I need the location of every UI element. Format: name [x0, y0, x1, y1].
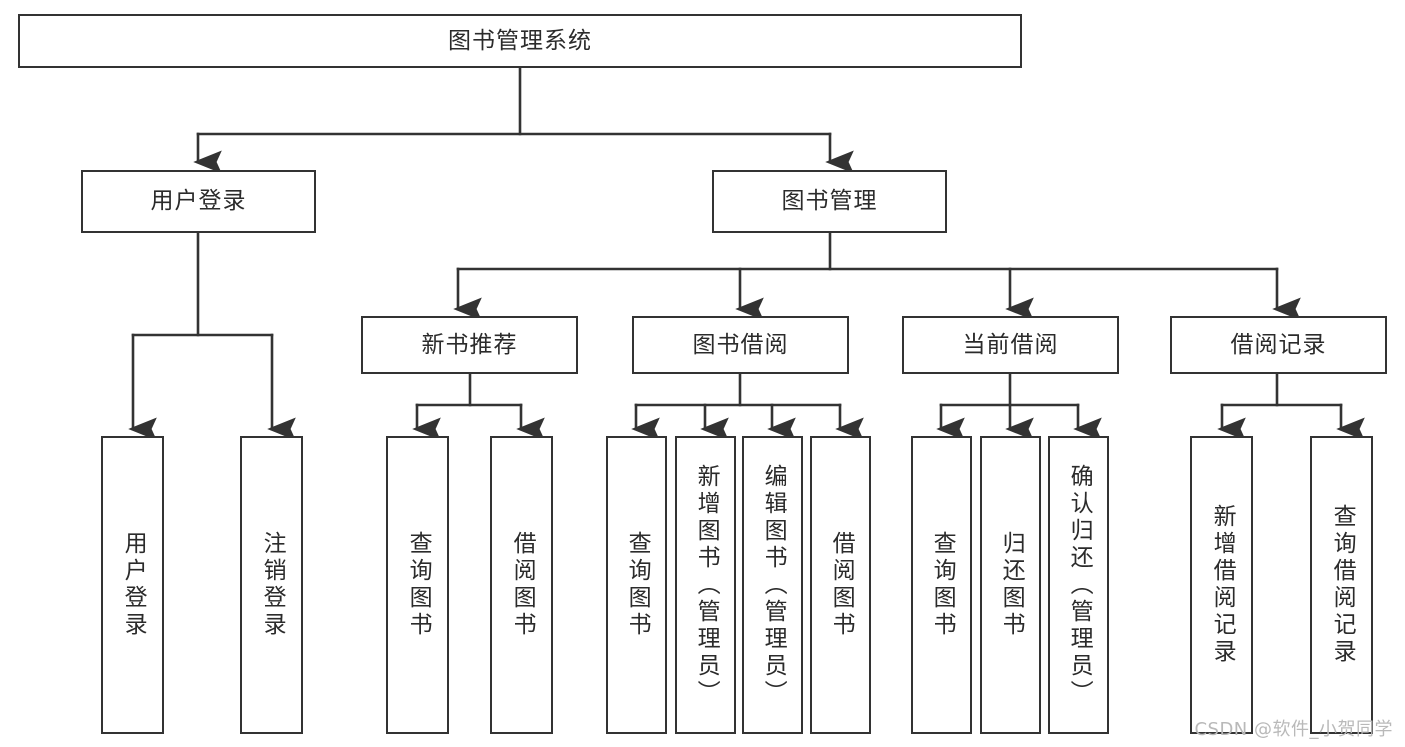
node-label: 查询借阅记录	[1329, 504, 1356, 666]
node-label: 查询图书	[624, 531, 651, 639]
node-label: 确认归还（管理员）	[1066, 463, 1093, 707]
node-leaf-logout-login[interactable]: 注销登录	[240, 436, 303, 734]
node-label: 注销登录	[259, 531, 286, 639]
node-label: 借阅图书	[828, 531, 855, 639]
node-root-system[interactable]: 图书管理系统	[18, 14, 1022, 68]
node-label: 用户登录	[150, 188, 247, 215]
node-label: 新增图书（管理员）	[693, 463, 720, 707]
node-label: 用户登录	[120, 531, 147, 639]
node-user-login[interactable]: 用户登录	[81, 170, 316, 233]
node-leaf-add-record[interactable]: 新增借阅记录	[1190, 436, 1253, 734]
node-label: 当前借阅	[962, 331, 1059, 358]
node-book-manage[interactable]: 图书管理	[712, 170, 947, 233]
node-label: 借阅图书	[509, 531, 536, 639]
node-label: 编辑图书（管理员）	[760, 463, 787, 707]
node-leaf-confirm-return[interactable]: 确认归还（管理员）	[1048, 436, 1109, 734]
csdn-watermark: CSDN @软件_小贺同学	[1194, 719, 1393, 740]
node-label: 新增借阅记录	[1209, 504, 1236, 666]
node-leaf-query-book-3[interactable]: 查询图书	[911, 436, 972, 734]
node-leaf-user-login[interactable]: 用户登录	[101, 436, 164, 734]
node-book-borrow[interactable]: 图书借阅	[632, 316, 849, 374]
node-leaf-edit-book[interactable]: 编辑图书（管理员）	[742, 436, 803, 734]
node-leaf-borrow-book-1[interactable]: 借阅图书	[490, 436, 553, 734]
node-label: 查询图书	[405, 531, 432, 639]
node-leaf-borrow-book-2[interactable]: 借阅图书	[810, 436, 871, 734]
node-current-borrow[interactable]: 当前借阅	[902, 316, 1119, 374]
node-leaf-query-book-1[interactable]: 查询图书	[386, 436, 449, 734]
node-leaf-return-book[interactable]: 归还图书	[980, 436, 1041, 734]
node-borrow-record[interactable]: 借阅记录	[1170, 316, 1387, 374]
node-leaf-add-book[interactable]: 新增图书（管理员）	[675, 436, 736, 734]
node-new-book-recommend[interactable]: 新书推荐	[361, 316, 578, 374]
node-label: 图书管理	[781, 188, 878, 215]
node-label: 借阅记录	[1230, 331, 1327, 358]
node-leaf-query-record[interactable]: 查询借阅记录	[1310, 436, 1373, 734]
node-label: 图书管理系统	[448, 27, 592, 54]
node-label: 查询图书	[929, 531, 956, 639]
node-leaf-query-book-2[interactable]: 查询图书	[606, 436, 667, 734]
node-label: 归还图书	[998, 531, 1025, 639]
node-label: 图书借阅	[692, 331, 789, 358]
node-label: 新书推荐	[421, 331, 518, 358]
